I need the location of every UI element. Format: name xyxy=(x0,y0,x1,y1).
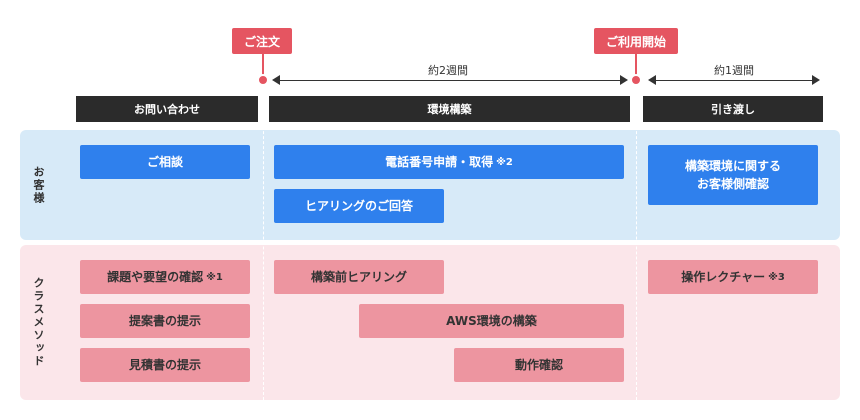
task-confirm-env: 構築環境に関する お客様側確認 xyxy=(648,145,818,205)
task-consultation-label: ご相談 xyxy=(146,155,183,169)
start-milestone-flag: ご利用開始 xyxy=(594,28,678,54)
task-proposal: 提案書の提示 xyxy=(80,304,250,338)
order-divider xyxy=(263,96,264,400)
build-arrow-left xyxy=(272,75,280,85)
build-arrow-right xyxy=(620,75,628,85)
build-duration-line xyxy=(278,80,622,81)
task-lecture-label: 操作レクチャー xyxy=(681,270,766,284)
task-phone-apply: 電話番号申請・取得 ※2 xyxy=(274,145,624,179)
task-estimate-label: 見積書の提示 xyxy=(128,358,201,372)
task-phone-apply-label: 電話番号申請・取得 xyxy=(385,155,494,169)
start-milestone-stem xyxy=(635,54,637,76)
build-duration-label: 約2週間 xyxy=(428,64,468,77)
task-op-check-label: 動作確認 xyxy=(514,358,563,372)
handover-arrow-right xyxy=(812,75,820,85)
task-phone-apply-note: ※2 xyxy=(496,156,513,168)
task-consultation: ご相談 xyxy=(80,145,250,179)
task-issue-confirm: 課題や要望の確認 ※1 xyxy=(80,260,250,294)
task-proposal-label: 提案書の提示 xyxy=(128,314,201,328)
phase-handover: 引き渡し xyxy=(643,96,823,122)
task-lecture-note: ※3 xyxy=(768,271,785,283)
start-divider xyxy=(636,96,637,400)
phase-build: 環境構築 xyxy=(269,96,630,122)
task-pre-hearing-label: 構築前ヒアリング xyxy=(310,270,407,284)
customer-lane-label: お客様 xyxy=(32,165,45,205)
order-milestone-flag: ご注文 xyxy=(232,28,292,54)
handover-arrow-left xyxy=(648,75,656,85)
order-milestone-dot xyxy=(257,74,269,86)
classmethod-lane-label: クラスメソッド xyxy=(32,277,45,368)
task-lecture: 操作レクチャー ※3 xyxy=(648,260,818,294)
task-op-check: 動作確認 xyxy=(454,348,624,382)
order-milestone-stem xyxy=(262,54,264,76)
task-confirm-env-label: 構築環境に関する お客様側確認 xyxy=(684,159,781,191)
task-hearing-answer: ヒアリングのご回答 xyxy=(274,189,444,223)
handover-duration-label: 約1週間 xyxy=(714,64,754,77)
task-issue-confirm-label: 課題や要望の確認 xyxy=(107,270,204,284)
task-estimate: 見積書の提示 xyxy=(80,348,250,382)
start-milestone-dot xyxy=(630,74,642,86)
handover-duration-line xyxy=(654,80,814,81)
task-issue-confirm-note: ※1 xyxy=(206,271,223,283)
task-pre-hearing: 構築前ヒアリング xyxy=(274,260,444,294)
task-aws-build: AWS環境の構築 xyxy=(359,304,624,338)
task-aws-build-label: AWS環境の構築 xyxy=(446,314,537,328)
task-hearing-answer-label: ヒアリングのご回答 xyxy=(304,199,413,213)
phase-inquiry: お問い合わせ xyxy=(76,96,258,122)
